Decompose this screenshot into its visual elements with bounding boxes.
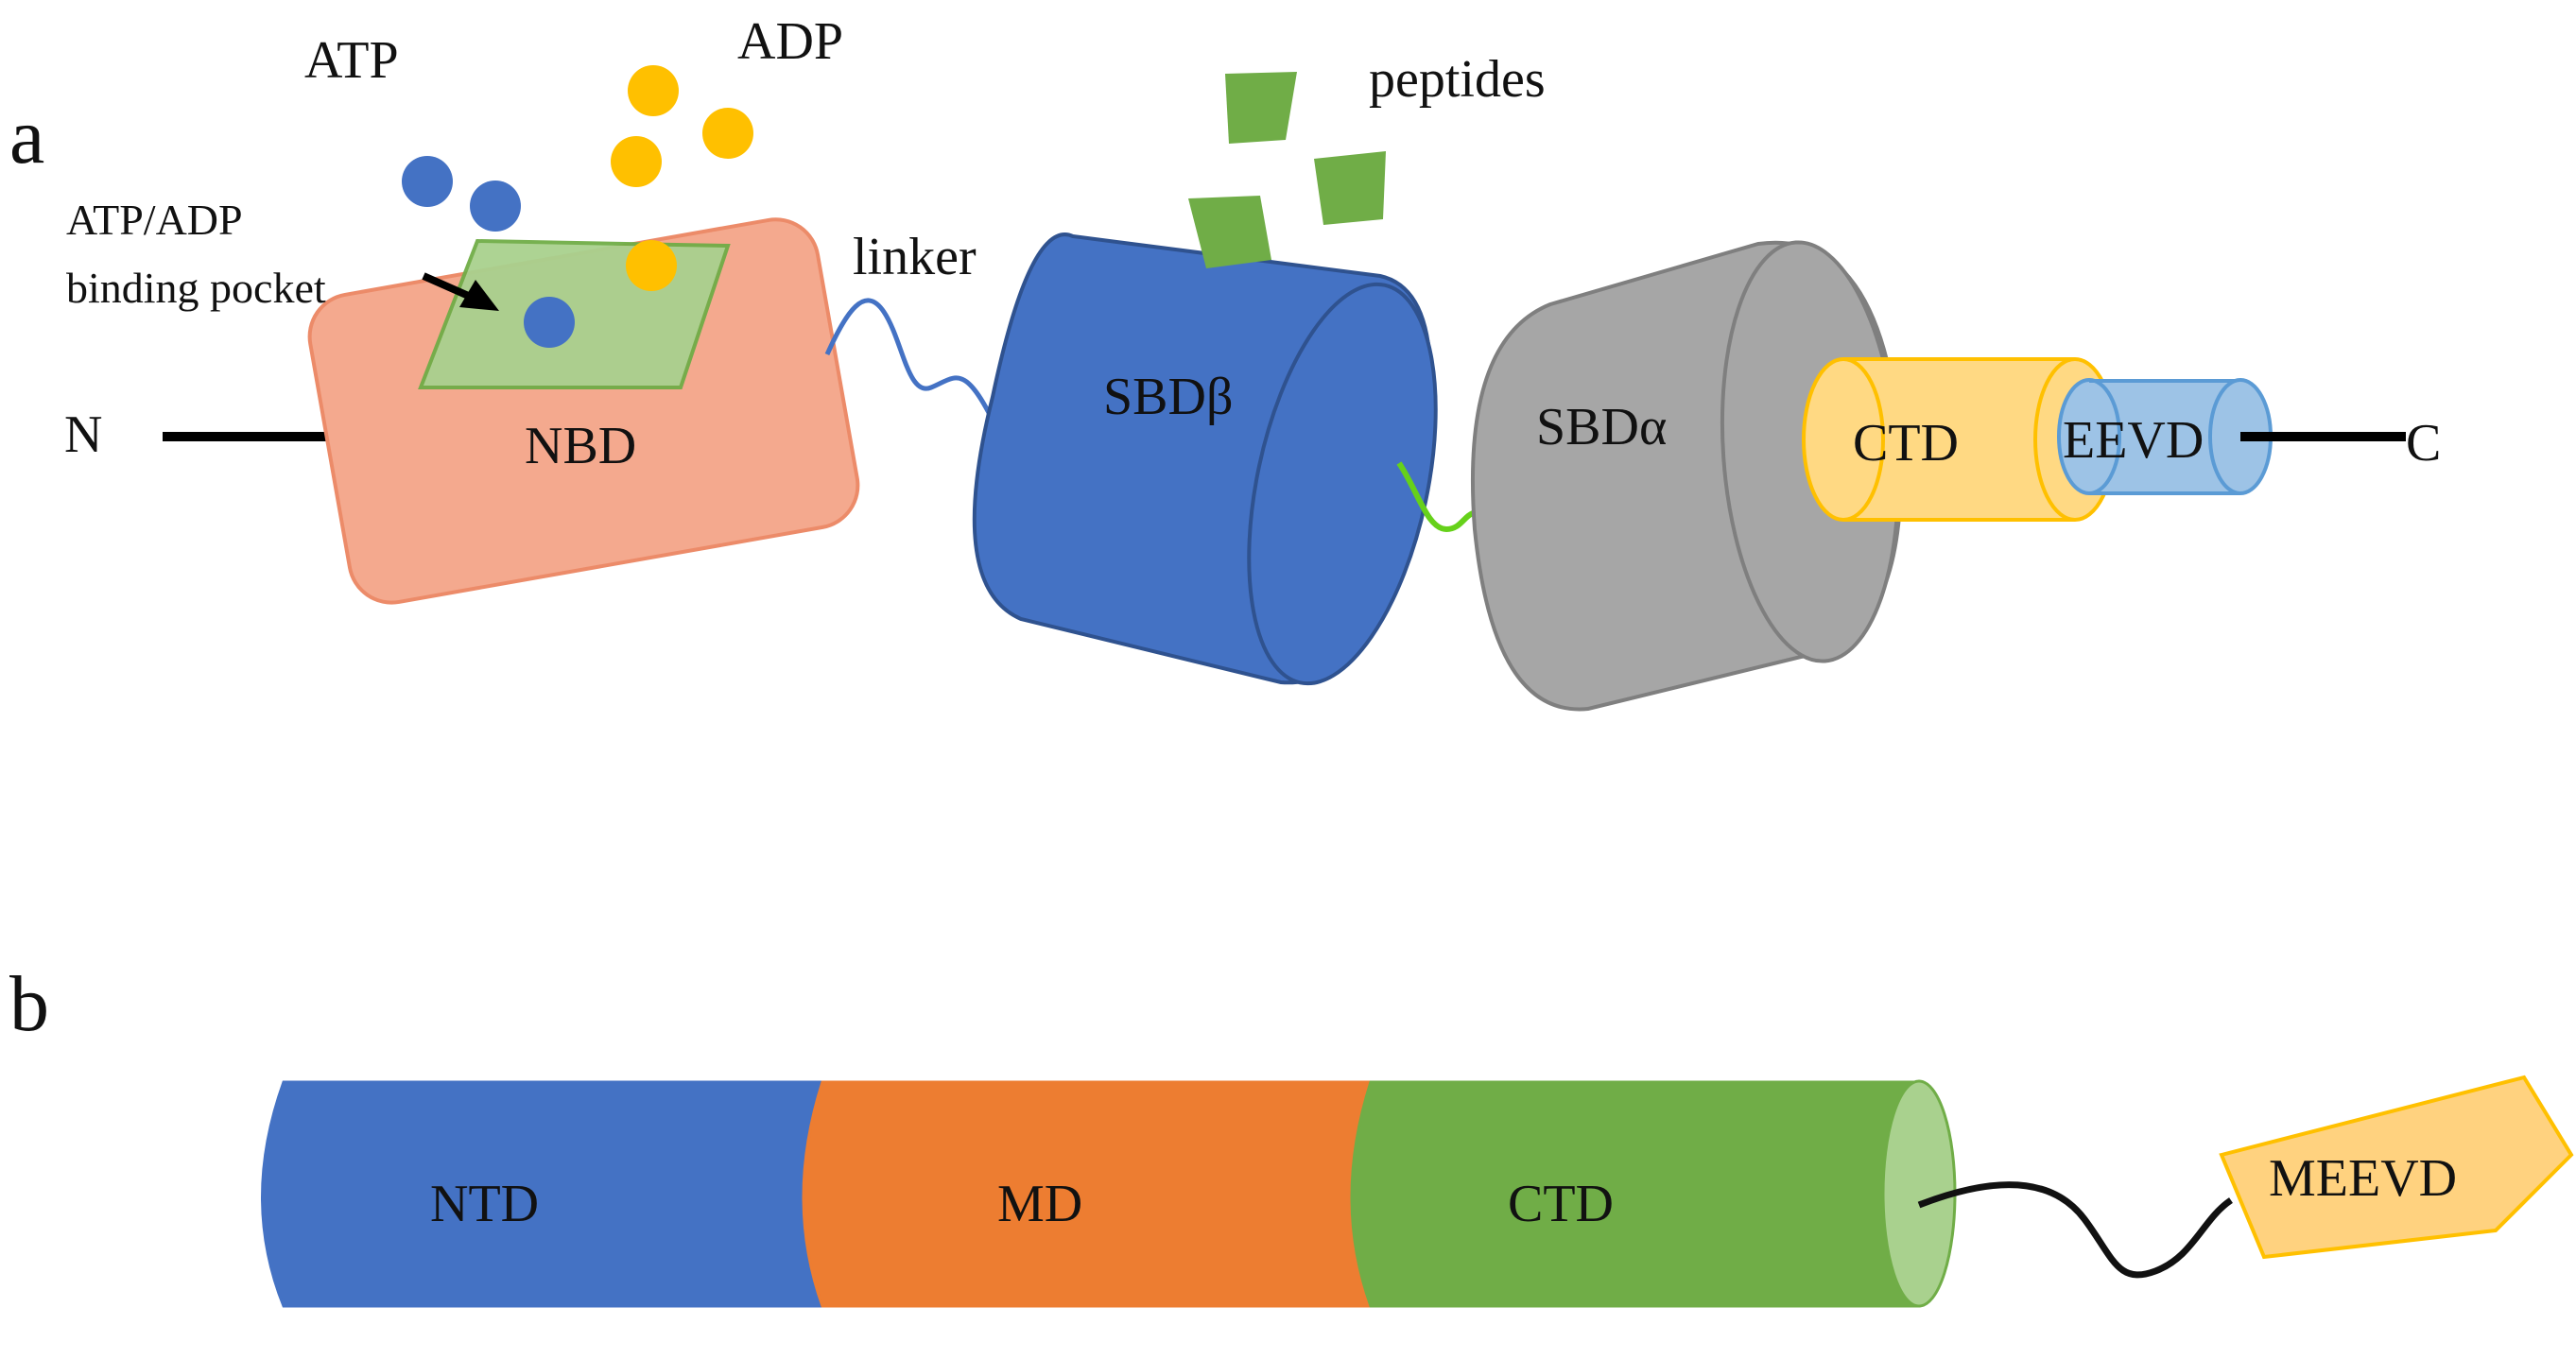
ctd-a-body (1843, 359, 2075, 520)
atp-label: ATP (304, 31, 399, 90)
peptide (1314, 151, 1386, 225)
pocket-arrow-shaft (422, 272, 475, 301)
peptide (1188, 196, 1271, 268)
sbd-beta-end-face (1247, 282, 1438, 686)
eevd-body (2089, 381, 2240, 493)
pocket-arrow-head (459, 280, 499, 311)
adp-molecule (702, 108, 753, 159)
meevd-tag (2219, 1075, 2574, 1260)
blue-linker (824, 298, 1000, 432)
green-linker (1396, 461, 1486, 533)
md-segment (802, 1080, 1378, 1308)
ntd-label: NTD (430, 1175, 539, 1233)
ctd-b-label: CTD (1508, 1175, 1614, 1233)
adp-molecule (611, 136, 662, 187)
n-terminus-label: N (64, 405, 102, 464)
sbd-alpha-label: SBDα (1536, 398, 1667, 456)
c-terminal-tail (1917, 1181, 2234, 1279)
eevd-label: EEVD (2063, 411, 2204, 470)
atp-molecule (402, 156, 453, 207)
ctd-a-label: CTD (1853, 414, 1959, 473)
ntd-segment (261, 1080, 830, 1308)
adp-molecule (628, 65, 679, 116)
panel-a-label: a (9, 93, 44, 181)
pocket-label-line1: ATP/ADP (66, 196, 243, 244)
nbd-label: NBD (525, 417, 636, 475)
panel-b: b NTD MD CTD MEEVD (9, 960, 2574, 1308)
adp-molecule-bound (626, 240, 677, 291)
panel-a: a N NBD ATP ADP ATP/ADP binding pocket l… (9, 12, 2441, 712)
atp-molecule (470, 181, 521, 232)
adp-label: ADP (737, 12, 843, 71)
sbd-beta-label: SBDβ (1103, 368, 1233, 426)
peptide (1225, 72, 1297, 144)
meevd-label: MEEVD (2269, 1149, 2457, 1208)
atp-molecule-bound (524, 297, 575, 348)
c-terminus-label: C (2406, 414, 2441, 473)
linker-label: linker (853, 228, 977, 286)
md-label: MD (997, 1175, 1082, 1233)
atp-adp-binding-pocket (418, 238, 731, 389)
pocket-label-line2: binding pocket (66, 264, 326, 312)
ctd-b-segment (1350, 1080, 1921, 1308)
peptides-label: peptides (1369, 50, 1546, 109)
panel-b-label: b (9, 960, 49, 1048)
